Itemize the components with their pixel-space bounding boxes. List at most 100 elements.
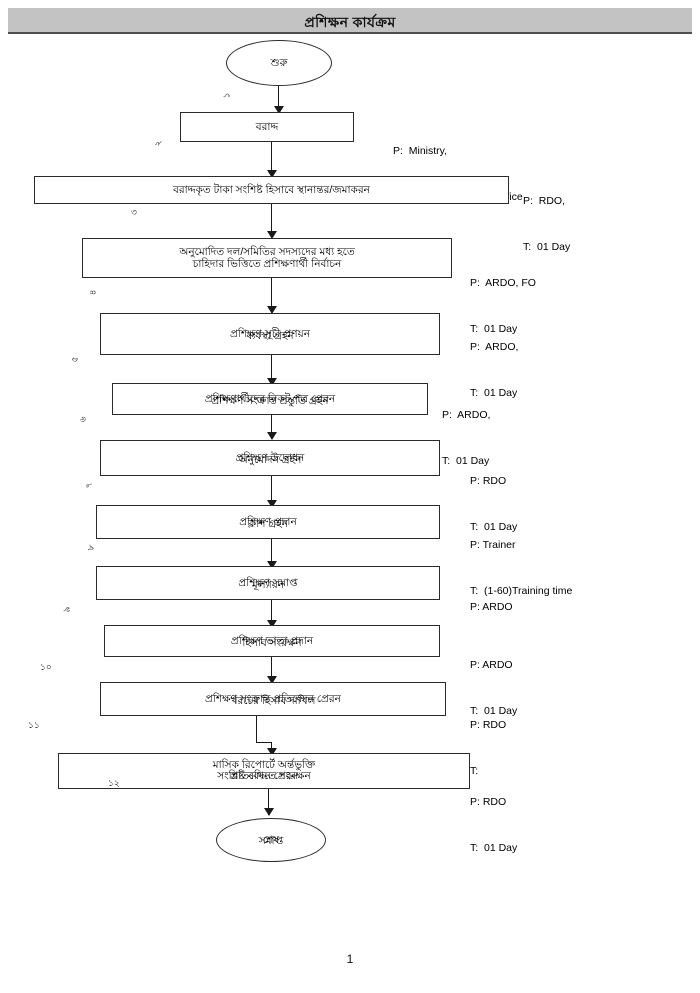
node-11-line-2: সংশ্লিষ্ট নথিতে সংরক্ষন xyxy=(217,770,311,782)
process-node-8: প্রশিক্ষণ সমাপ্ত মূল্যায়ন xyxy=(96,566,440,600)
annotation-node-2-person: P: RDO, xyxy=(523,195,566,208)
connector-11-to-end xyxy=(268,789,269,815)
arrow-2-to-3 xyxy=(267,231,277,239)
step-number-5: ৫ xyxy=(69,356,80,363)
annotation-node-4-time: T: 01 Day xyxy=(470,387,518,400)
connector-3-to-4 xyxy=(271,278,272,314)
annotation-node-6: P: RDO T: 01 Day xyxy=(470,444,517,566)
node-8-line-2: মূল্যায়ন xyxy=(251,579,285,591)
process-node-1: বরাদ্দ xyxy=(180,112,354,142)
annotation-node-9-person: P: ARDO xyxy=(470,659,513,672)
arrow-8-to-9 xyxy=(267,620,277,628)
step-number-1: ১ xyxy=(221,92,232,99)
arrow-start-to-1 xyxy=(274,106,284,114)
annotation-node-11-person: P: RDO xyxy=(470,796,507,809)
node-5-line-1: প্রশিক্ষণার্থীদের নিকট পত্র প্রেরন xyxy=(204,393,336,405)
process-node-9: প্রশিক্ষণ ভাতা প্রদান হিসাব সংরক্ষন xyxy=(104,625,440,657)
node-4-line-2: ব্যবস্থা গ্রহন xyxy=(246,330,294,342)
step-number-8: ৮ xyxy=(85,544,96,551)
annotation-node-7: P: Trainer T: (1-60)Training time xyxy=(470,508,572,630)
arrow-11-to-end xyxy=(264,808,274,816)
annotation-node-5-time: T: 01 Day xyxy=(442,455,490,468)
process-node-11: মাসিক রিপোর্টে অর্ন্তভুক্তি সংশ্লিষ্ট নথ… xyxy=(58,753,470,789)
end-label-overlap: সমাপ্ত xyxy=(258,835,284,847)
node-6-line-2: অনুমোদন গ্রহন xyxy=(238,454,302,466)
process-node-6: প্রশিক্ষণ উদ্বোধন অনুমোদন গ্রহন xyxy=(100,440,440,476)
page-title: প্রশিক্ষন কার্যক্রম xyxy=(304,14,396,30)
connector-5-to-6 xyxy=(271,415,272,439)
node-3-line-1: অনুমোদিত দল/সমিতির সদস্যদের মধ্য হতে xyxy=(179,245,355,258)
node-9-line-2: হিসাব সংরক্ষন xyxy=(242,637,302,649)
annotation-node-6-time: T: 01 Day xyxy=(470,521,518,534)
step-number-9: ৯ xyxy=(61,606,72,613)
annotation-node-2: P: RDO, T: 01 Day xyxy=(523,164,570,286)
connector-7-to-8 xyxy=(271,539,272,567)
step-number-2: ২ xyxy=(152,140,163,147)
connector-8-to-9 xyxy=(271,600,272,626)
arrow-4-to-5 xyxy=(267,378,277,386)
page-number: 1 xyxy=(346,952,354,966)
node-4-line-1: প্রশিক্ষণ সূচী প্রণয়ন xyxy=(230,328,310,340)
node-11-line-3: প্রতিবেদন প্রেরন xyxy=(230,769,298,782)
annotation-node-4: P: ARDO, T: 01 Day xyxy=(470,310,518,432)
node-10-line-1: প্রশিক্ষণ সংক্রান্ত প্রতিবেদন প্রেরন xyxy=(205,693,341,705)
node-7-line-1: প্রশিক্ষণ প্রদান xyxy=(239,516,297,528)
annotation-node-9-time: T: 01 Day xyxy=(470,705,518,718)
annotation-node-7-person: P: Trainer xyxy=(470,539,516,552)
arrow-9-to-10 xyxy=(267,676,277,684)
connector-1-to-2 xyxy=(271,142,272,178)
process-node-10: প্রশিক্ষণ সংক্রান্ত প্রতিবেদন প্রেরন খরচ… xyxy=(100,682,446,716)
annotation-node-3-time: T: 01 Day xyxy=(470,323,518,336)
step-number-7: ৭ xyxy=(83,482,94,489)
annotation-node-3: P: ARDO, FO T: 01 Day xyxy=(470,246,536,368)
arrow-1-to-2 xyxy=(267,170,277,178)
node-1-line-1: বরাদ্দ xyxy=(255,120,279,133)
process-node-7: প্রশিক্ষণ প্রদান ক্লাশ গ্রহন xyxy=(96,505,440,539)
connector-4-to-5 xyxy=(271,355,272,385)
node-10-line-2: খরচের হিসাব দাখিল xyxy=(230,695,316,707)
arrow-10-to-11 xyxy=(267,748,277,756)
step-number-12: ১২ xyxy=(108,778,120,788)
step-number-10: ১০ xyxy=(40,662,52,672)
annotation-node-10: P: RDO T: xyxy=(470,688,506,810)
arrow-6-to-7 xyxy=(267,500,277,508)
annotation-node-10-time: T: xyxy=(470,765,479,778)
step-number-6: ৬ xyxy=(77,416,88,423)
step-number-11: ১১ xyxy=(28,720,40,730)
arrow-7-to-8 xyxy=(267,561,277,569)
step-number-3: ৩ xyxy=(131,207,137,217)
process-node-3: অনুমোদিত দল/সমিতির সদস্যদের মধ্য হতে চাহ… xyxy=(82,238,452,278)
connector-9-to-10 xyxy=(271,657,272,683)
arrow-3-to-4 xyxy=(267,306,277,314)
node-11-line-1: মাসিক রিপোর্টে অর্ন্তভুক্তি xyxy=(212,758,316,771)
annotation-node-2-time: T: 01 Day xyxy=(523,241,571,254)
title-banner: প্রশিক্ষন কার্যক্রম xyxy=(8,8,692,34)
annotation-node-1: P: Ministry, Head Office, RDO office xyxy=(393,114,523,236)
annotation-node-5-person: P: ARDO, xyxy=(442,409,491,422)
node-8-line-1: প্রশিক্ষণ সমাপ্ত xyxy=(238,577,298,589)
end-terminator: শেষ সমাপ্ত xyxy=(216,818,326,862)
annotation-node-11-time: T: 01 Day xyxy=(470,842,518,855)
annotation-node-8-person: P: ARDO xyxy=(470,601,513,614)
node-3-line-2: চাহিদার ভিত্তিতে প্রশিক্ষণার্থী নির্বাচন xyxy=(192,258,342,270)
node-5-line-2: প্রশিক্ষণ সংক্রান্ত প্রস্তুতি গ্রহন xyxy=(211,395,329,407)
end-label: শেষ xyxy=(262,834,280,846)
connector-start-to-1 xyxy=(278,86,279,114)
annotation-node-9: P: ARDO T: 01 Day xyxy=(470,628,517,750)
annotation-node-7-time: T: (1-60)Training time xyxy=(470,585,573,598)
connector-6-to-7 xyxy=(271,476,272,506)
annotation-node-8: P: ARDO xyxy=(470,570,513,677)
node-9-line-1: প্রশিক্ষণ ভাতা প্রদান xyxy=(230,635,314,647)
connector-2-to-3 xyxy=(271,204,272,238)
annotation-node-11: P: RDO T: 01 Day xyxy=(470,765,517,887)
connector-10-to-11-jog xyxy=(256,742,272,743)
step-number-4: ৪ xyxy=(87,289,98,296)
annotation-node-4-person: P: ARDO, xyxy=(470,341,519,354)
connector-10-to-11-upper xyxy=(256,716,257,742)
arrow-5-to-6 xyxy=(267,432,277,440)
annotation-node-3-person: P: ARDO, FO xyxy=(470,277,536,290)
node-6-line-1: প্রশিক্ষণ উদ্বোধন xyxy=(235,452,305,464)
process-node-4: প্রশিক্ষণ সূচী প্রণয়ন ব্যবস্থা গ্রহন xyxy=(100,313,440,355)
node-7-line-2: ক্লাশ গ্রহন xyxy=(247,518,289,530)
